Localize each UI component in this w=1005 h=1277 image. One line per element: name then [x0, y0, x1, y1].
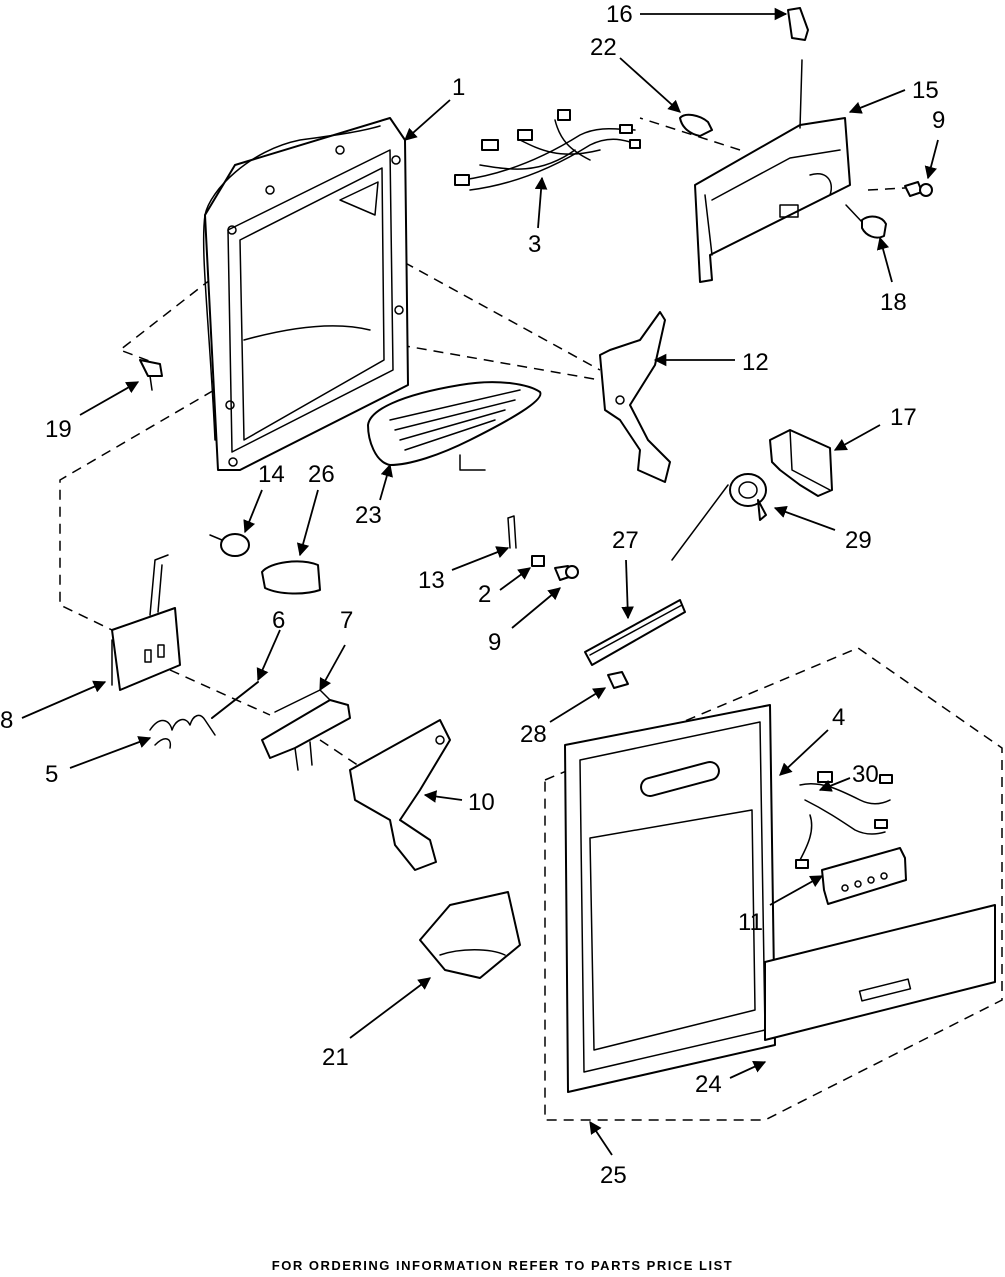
callout-9-middle: 9: [488, 629, 501, 656]
bracket-part-17: [769, 429, 833, 497]
callout-16: 16: [606, 1, 633, 28]
callout-26: 26: [308, 461, 335, 488]
motor-part-14: [209, 533, 250, 557]
callout-6: 6: [272, 607, 285, 634]
plate-part-2: [531, 555, 545, 567]
chute-part-21: [419, 891, 521, 979]
lamp-socket-part-18: [845, 204, 887, 239]
callout-18: 18: [880, 289, 907, 316]
actuator-part-29: [671, 473, 767, 561]
control-housing-part-15: [694, 59, 851, 283]
wire-harness-part-3: [454, 109, 641, 191]
callout-9: 9: [932, 107, 945, 134]
switch-part-16: [787, 7, 809, 41]
callout-10: 10: [468, 789, 495, 816]
light-bar-part-27: [584, 599, 686, 666]
callout-25: 25: [600, 1162, 627, 1189]
callout-13: 13: [418, 567, 445, 594]
overlay-part-24: [764, 904, 996, 1041]
screw-part-28: [607, 671, 629, 689]
dispenser-panel-part-4: [564, 704, 776, 1093]
callout-7: 7: [340, 607, 353, 634]
callout-4: 4: [832, 704, 845, 731]
solenoid-part-7: [261, 689, 351, 771]
screw-part-9-middle: [554, 565, 579, 581]
callout-3: 3: [528, 231, 541, 258]
leader-lines: [21, 7, 939, 1156]
callout-12: 12: [742, 349, 769, 376]
callout-numbers: 16 22 15 9 1 3 18 12 19 17 14 26 23 29 1…: [0, 1, 945, 1189]
dispenser-frame-part-1: [202, 117, 409, 471]
pin-part-6: [211, 681, 259, 719]
callout-5: 5: [45, 761, 58, 788]
switch-board-part-11: [821, 847, 907, 905]
callout-30: 30: [852, 761, 879, 788]
lever-part-12: [599, 311, 671, 483]
callout-21: 21: [322, 1044, 349, 1071]
spring-part-13: [507, 515, 517, 549]
callout-28: 28: [520, 721, 547, 748]
callout-24: 24: [695, 1071, 722, 1098]
callout-17: 17: [890, 404, 917, 431]
callout-15: 15: [912, 77, 939, 104]
callout-23: 23: [355, 502, 382, 529]
screw-part-9-upper: [904, 181, 933, 197]
callout-11: 11: [738, 909, 763, 936]
callout-2: 2: [478, 581, 491, 608]
control-board-part-8: [111, 554, 181, 691]
ordering-info-note: FOR ORDERING INFORMATION REFER TO PARTS …: [271, 1258, 734, 1273]
callout-14: 14: [258, 461, 285, 488]
lamp-part-22: [679, 113, 713, 137]
screw-part-19: [139, 359, 163, 391]
harness-part-30: [795, 771, 893, 869]
callout-1: 1: [452, 74, 465, 101]
callout-8: 8: [0, 707, 13, 734]
grille-part-23: [367, 381, 542, 471]
callout-19: 19: [45, 416, 72, 443]
shield-part-26: [261, 560, 321, 595]
callout-29: 29: [845, 527, 872, 554]
spring-part-5: [149, 714, 216, 749]
callout-27: 27: [612, 527, 639, 554]
arm-part-10: [349, 719, 451, 871]
callout-22: 22: [590, 34, 617, 61]
